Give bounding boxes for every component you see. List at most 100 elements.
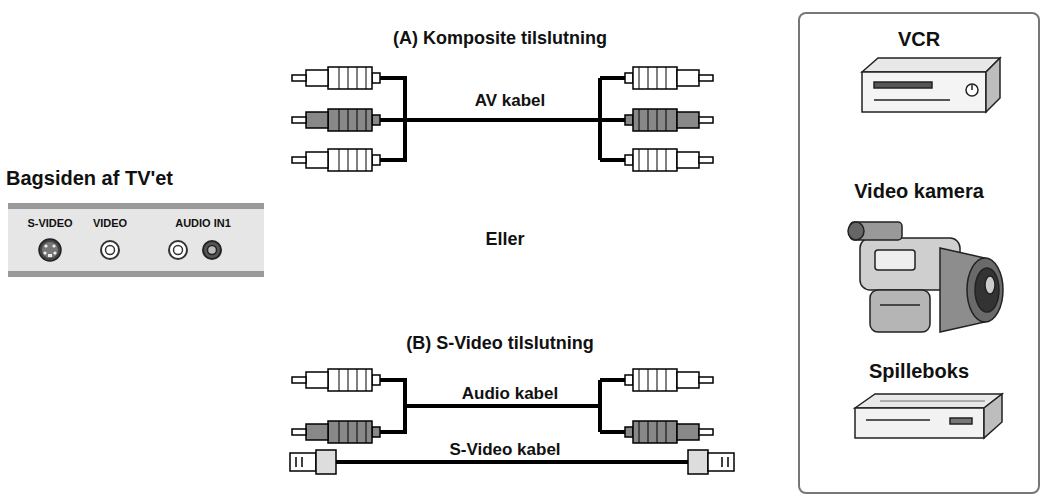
plug-part [677,372,699,388]
plug-part [633,67,677,89]
plug-part [292,157,306,163]
device-label: VCR [800,28,1038,51]
cable-label: AV kabel [472,91,549,111]
port-label: VIDEO [93,217,127,229]
plug-part [366,369,367,391]
or-label: Eller [482,229,527,250]
plug-part [625,155,633,165]
plug-part [639,421,640,443]
plug-part [648,369,649,391]
connection-title: (B) S-Video tilslutning [403,333,597,354]
plug-part [625,73,633,83]
plug-part [339,369,340,391]
plug-part [699,429,713,435]
plug-part [357,421,358,443]
plug-part [306,70,328,86]
plug-part [357,369,358,391]
plug-part [339,67,340,89]
plug-part [699,75,713,81]
plug-part [625,375,633,385]
plug-part [633,369,677,391]
plug-part [666,109,667,131]
plug-part [292,75,306,81]
plug-part [348,109,349,131]
plug-part [648,67,649,89]
plug-part [366,109,367,131]
plug-part [306,152,328,168]
plug-part [366,67,367,89]
plug-part [666,149,667,171]
plug-part [625,427,633,437]
plug-part [339,109,340,131]
device-box: VCR Video kameraSpilleboks [798,12,1040,494]
plug-part [339,149,340,171]
plug-part [348,369,349,391]
plug-part [292,377,306,383]
plug-part [657,67,658,89]
plug-part [292,429,306,435]
plug-part [357,109,358,131]
plug-part [666,421,667,443]
plug-part [657,109,658,131]
tv-back-panel: Bagsiden af TV'etS-VIDEOVIDEOAUDIO IN1 [8,203,264,277]
plug-part [677,112,699,128]
plug-part [328,149,372,171]
plug-part [677,70,699,86]
plug-part [677,152,699,168]
plug-part [372,73,380,83]
plug-part [639,149,640,171]
plug-part [372,375,380,385]
plug-part [639,109,640,131]
vcr-drawing [862,58,1000,112]
plug-part [348,67,349,89]
port-label: AUDIO IN1 [175,217,231,229]
plug-part [328,369,372,391]
plug-part [657,421,658,443]
plug-part [372,155,380,165]
plug-part [657,369,658,391]
device-label: Video kamera [800,180,1038,203]
plug-part [648,421,649,443]
plug-part [348,149,349,171]
plug-part [699,377,713,383]
plug-part [666,67,667,89]
plug-part [366,149,367,171]
plug-part [372,427,380,437]
plug-part [639,369,640,391]
plugs [292,67,713,443]
connection-title: (A) Komposite tilslutning [390,28,610,49]
console-drawing [855,394,1002,438]
cable-label: S-Video kabel [446,440,563,460]
plug-part [328,67,372,89]
plug-part [699,117,713,123]
plug-part [699,157,713,163]
plug-part [306,424,328,440]
plug-part [677,424,699,440]
port-label: S-VIDEO [27,217,72,229]
plug-part [633,149,677,171]
plug-part [633,109,677,131]
plug-part [366,421,367,443]
plug-part [648,149,649,171]
plug-part [657,149,658,171]
plug-part [339,421,340,443]
cable-wires [335,78,688,462]
device-label: Spilleboks [800,360,1038,383]
plug-part [292,117,306,123]
plug-part [357,149,358,171]
plug-part [357,67,358,89]
plug-part [625,115,633,125]
tv-panel [8,203,264,277]
plug-part [328,421,372,443]
plug-part [328,109,372,131]
plug-part [306,372,328,388]
plug-part [633,421,677,443]
plug-part [639,67,640,89]
plug-part [348,421,349,443]
plug-part [306,112,328,128]
plug-part [372,115,380,125]
plug-part [648,109,649,131]
panel-heading: Bagsiden af TV'et [6,167,173,190]
plug-part [666,369,667,391]
